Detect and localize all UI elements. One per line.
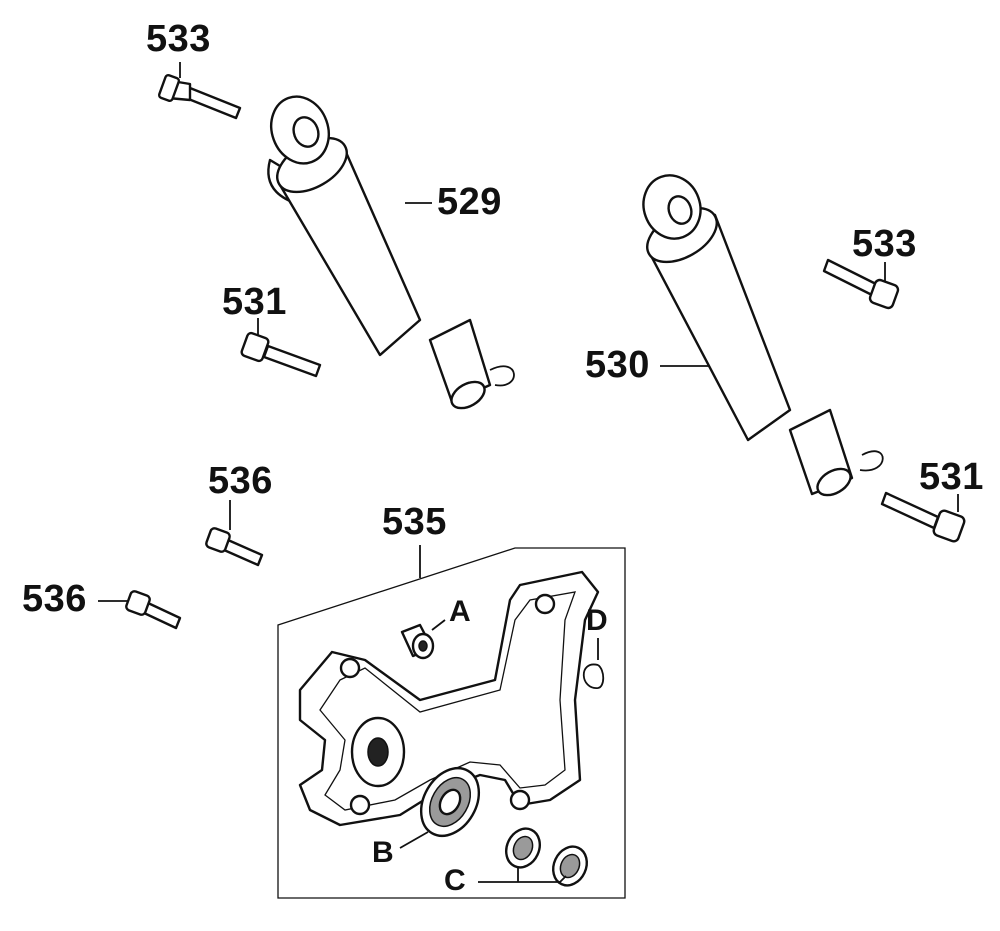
bolt-531-left bbox=[240, 331, 322, 378]
label-533-left: 533 bbox=[146, 18, 211, 60]
label-536-upper: 536 bbox=[208, 460, 273, 502]
leader-lines bbox=[98, 62, 959, 883]
label-536-lower: 536 bbox=[22, 578, 87, 620]
part-c-bearing-1 bbox=[505, 827, 541, 869]
bolt-531-right bbox=[880, 491, 966, 543]
label-535: 535 bbox=[382, 501, 447, 543]
label-c: C bbox=[444, 864, 466, 897]
label-531-right: 531 bbox=[919, 456, 984, 498]
part-a-bushing bbox=[400, 623, 435, 660]
part-c-bearing-2 bbox=[552, 845, 588, 887]
part-b-bearing bbox=[419, 767, 481, 837]
label-d: D bbox=[586, 604, 608, 637]
assembly-535-frame bbox=[277, 545, 626, 899]
label-529: 529 bbox=[437, 181, 502, 223]
bracket-plate bbox=[298, 570, 600, 827]
shock-absorber-529 bbox=[267, 95, 515, 410]
bolt-536-upper bbox=[205, 527, 264, 567]
label-533-right: 533 bbox=[852, 223, 917, 265]
part-d-clip bbox=[582, 663, 605, 689]
bolt-536-lower bbox=[125, 590, 182, 630]
label-a: A bbox=[449, 595, 471, 628]
label-531-left: 531 bbox=[222, 281, 287, 323]
shock-absorber-530 bbox=[642, 174, 884, 497]
bolt-533-right bbox=[822, 258, 900, 310]
label-530: 530 bbox=[585, 344, 650, 386]
bolt-533-left bbox=[157, 73, 242, 120]
label-b: B bbox=[372, 836, 394, 869]
